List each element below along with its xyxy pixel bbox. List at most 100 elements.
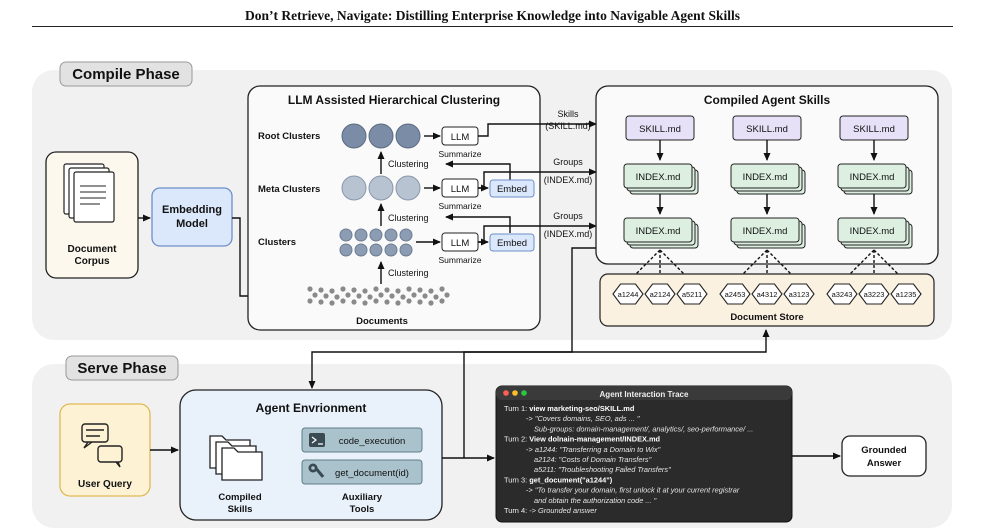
document-point — [400, 294, 406, 300]
document-point — [389, 293, 395, 299]
window-minimize-dot — [512, 390, 518, 396]
root-cluster-nodes — [341, 123, 421, 149]
index-file-box — [730, 163, 800, 189]
document-point — [384, 287, 390, 293]
skill-file-label: SKILL.md — [746, 124, 788, 135]
wrench-icon-hole — [311, 466, 315, 470]
cluster-nodes — [339, 228, 413, 257]
index-file-box — [623, 163, 693, 189]
index-file-label: INDEX.md — [850, 172, 895, 183]
trace-line: Sub-groups: domain-management/, analytic… — [534, 424, 753, 433]
trace-line: -> "Covers domains, SEO, ads ... " — [526, 414, 640, 423]
embedding-model-label-2: Model — [176, 218, 208, 230]
document-hex: a4312 — [751, 283, 783, 305]
groups-meta-flow-label-2: (INDEX.md) — [544, 175, 593, 185]
document-id: a2124 — [650, 290, 671, 299]
arrow-groups-clusters-out — [478, 222, 597, 243]
trace-line: Turn 1: view marketing-seo/SKILL.md — [504, 404, 635, 413]
compile-phase-label: Compile Phase — [72, 66, 180, 83]
document-hex: a1244 — [612, 283, 644, 305]
index-file-label: INDEX.md — [636, 172, 681, 183]
document-id: a1244 — [618, 290, 639, 299]
serve-phase-tag — [65, 355, 179, 381]
document-point — [422, 293, 428, 299]
trace-line: Turn 3: get_document("a1244") — [504, 475, 613, 484]
document-point — [417, 299, 423, 305]
summarize-clusters-label: Summarize — [439, 255, 482, 265]
document-point — [351, 287, 357, 293]
meta-clusters-label: Meta Clusters — [258, 184, 320, 195]
summarize-meta-label: Summarize — [439, 201, 482, 211]
document-point — [362, 300, 368, 306]
document-point — [417, 287, 423, 293]
root-clusters-label: Root Clusters — [258, 131, 320, 142]
document-hex: a1235 — [890, 283, 922, 305]
document-hex: a2124 — [644, 283, 676, 305]
document-point — [373, 298, 379, 304]
meta-cluster-nodes — [341, 175, 421, 201]
document-point — [334, 294, 340, 300]
documents-label: Documents — [356, 316, 408, 327]
arrow-embed-meta-feedback — [445, 160, 511, 180]
get-document-label: get_document(id) — [335, 468, 409, 479]
document-point — [428, 288, 434, 294]
skills-flow-label-2: (SKILL.md) — [545, 121, 591, 131]
groups-clusters-flow-label-2: (INDEX.md) — [544, 229, 593, 239]
document-id: a4312 — [757, 290, 778, 299]
chat-bubbles-icon — [81, 423, 123, 468]
agent-environment-title: Agent Envrionment — [256, 401, 367, 415]
document-point — [395, 300, 401, 306]
embedding-model-box — [151, 187, 233, 247]
arrow-tool-to-document-store — [463, 329, 770, 458]
trace-titlebar — [496, 386, 792, 400]
document-hex: a3223 — [858, 283, 890, 305]
document-point — [395, 288, 401, 294]
clustering-label-1: Clustering — [388, 268, 429, 278]
document-point — [307, 298, 313, 304]
trace-line: Turn 2: View dolnain-management/INDEX.md — [504, 435, 661, 444]
document-store-label: Document Store — [730, 312, 803, 323]
document-point — [329, 300, 335, 306]
document-corpus-label-1: Document — [68, 244, 118, 255]
index-file-label: INDEX.md — [743, 172, 788, 183]
document-point — [340, 286, 346, 292]
trace-line: Turn 4: -> Grounded answer — [504, 506, 597, 515]
document-hex: a3243 — [826, 283, 858, 305]
embed-meta-box — [489, 179, 535, 198]
document-point — [378, 292, 384, 298]
groups-meta-flow-label-1: Groups — [553, 157, 583, 167]
index-file-label: INDEX.md — [636, 226, 681, 237]
document-point — [444, 292, 450, 298]
embedding-model-label-1: Embedding — [162, 204, 222, 216]
index-file-box — [837, 163, 907, 189]
document-points — [307, 286, 450, 306]
document-point — [406, 298, 412, 304]
document-point — [428, 300, 434, 306]
document-point — [329, 288, 335, 294]
skill-file-label: SKILL.md — [853, 124, 895, 135]
llm-root: LLM Summarize — [424, 126, 482, 159]
document-id: a3123 — [789, 290, 810, 299]
arrow-embed-cluster-feedback — [445, 213, 511, 233]
llm-meta-label: LLM — [451, 184, 470, 195]
grounded-answer-label-2: Answer — [867, 458, 902, 469]
document-point — [351, 299, 357, 305]
document-hex: a5211 — [676, 283, 708, 305]
document-point — [340, 298, 346, 304]
document-point — [318, 299, 324, 305]
document-point — [411, 292, 417, 298]
document-corpus-label-2: Corpus — [75, 256, 110, 267]
document-point — [406, 286, 412, 292]
llm-clusters: LLM Summarize — [416, 232, 482, 265]
document-point — [323, 293, 329, 299]
document-point — [384, 299, 390, 305]
document-hex: a3123 — [783, 283, 815, 305]
grounded-answer-label-1: Grounded — [861, 445, 907, 456]
folder-stack-icon — [209, 435, 263, 481]
compiled-skills-title: Compiled Agent Skills — [704, 93, 831, 107]
trace-line: and obtain the authorization code ... " — [534, 496, 657, 505]
document-point — [439, 298, 445, 304]
summarize-root-label: Summarize — [439, 149, 482, 159]
